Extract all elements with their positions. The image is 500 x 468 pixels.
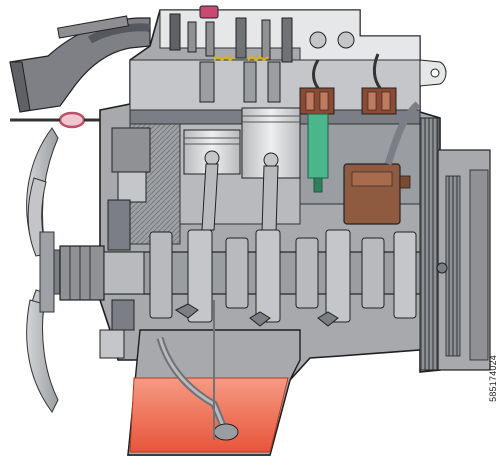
engine-oil xyxy=(129,377,289,453)
air-intake-duct xyxy=(9,15,151,113)
engine-mount xyxy=(99,299,135,359)
flywheel xyxy=(419,117,491,371)
valve-spring-2 xyxy=(247,55,269,62)
coolant-hose xyxy=(384,101,421,166)
intake-hose xyxy=(87,23,151,44)
valve-spring-1 xyxy=(213,55,235,62)
dipstick-handle xyxy=(10,111,104,129)
fan-blade-bottom xyxy=(26,299,59,413)
stock-image-id: 585174024 xyxy=(488,355,498,402)
lifting-bracket xyxy=(419,59,447,87)
crankshaft-pulley xyxy=(59,245,145,301)
valve-train xyxy=(169,13,355,103)
injection-pump xyxy=(343,163,411,225)
water-pump-assembly xyxy=(107,127,151,251)
oil-filler-cap xyxy=(199,5,219,19)
fuel-injectors xyxy=(299,53,397,115)
oil-pickup-tube xyxy=(156,336,239,441)
fan-hub xyxy=(39,231,55,313)
injection-pump-plunger xyxy=(307,113,329,193)
